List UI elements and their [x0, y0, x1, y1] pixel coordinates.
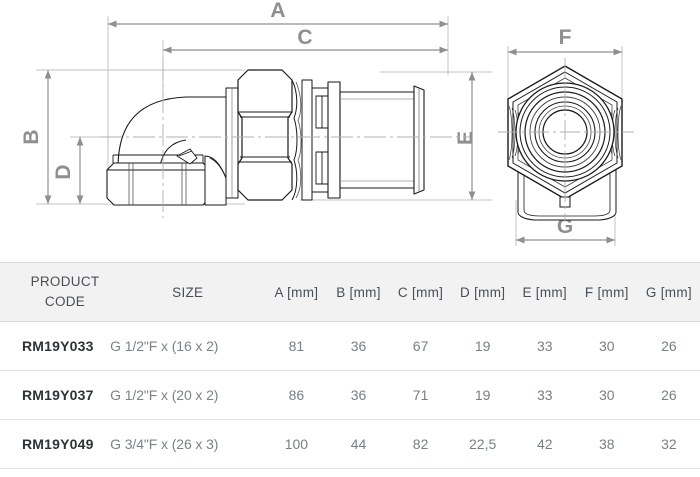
cell-dim-d: 19	[451, 321, 514, 371]
elbow-bend-inner	[159, 139, 187, 167]
cell-dim-e: 33	[513, 370, 576, 420]
cell-dim-b: 36	[327, 321, 390, 371]
cell-size: G 1/2"F x (20 x 2)	[110, 370, 266, 420]
cell-dim-c: 67	[389, 321, 452, 371]
cell-dim-c: 71	[389, 370, 452, 420]
column-header-e: E [mm]	[513, 262, 576, 322]
table-row: RM19Y049 G 3/4"F x (26 x 3) 100 44 82 22…	[0, 419, 700, 469]
cell-product-code: RM19Y049	[0, 419, 111, 469]
elbow-tab-line	[178, 150, 193, 157]
seal-grooves	[315, 95, 329, 185]
hex-nut-top-face	[106, 162, 211, 171]
hex-nut-chamfer	[291, 79, 298, 201]
elbow-bend-upper	[117, 96, 230, 169]
dimension-label-a: A	[270, 0, 285, 22]
column-header-a: A [mm]	[265, 262, 328, 322]
cell-dim-b: 44	[327, 419, 390, 469]
cell-dim-g: 26	[637, 370, 700, 420]
dimension-label-c: C	[297, 26, 312, 49]
elbow-tab-detail	[176, 148, 198, 165]
side-elevation-view	[100, 58, 470, 218]
cell-dim-e: 33	[513, 321, 576, 371]
column-header-b: B [mm]	[327, 262, 390, 322]
cell-dim-f: 30	[575, 321, 638, 371]
column-header-size: SIZE	[110, 262, 266, 322]
specification-table-container: PRODUCT CODE SIZE A [mm] B [mm] C [mm] D…	[0, 262, 700, 477]
technical-drawing-svg: A C B D E F G	[20, 0, 634, 246]
cell-size: G 3/4"F x (26 x 3)	[110, 419, 266, 469]
dimension-label-g: G	[557, 215, 573, 238]
compression-hex-nut	[237, 69, 293, 201]
column-header-d: D [mm]	[451, 262, 514, 322]
table-header-row: PRODUCT CODE SIZE A [mm] B [mm] C [mm] D…	[0, 262, 700, 322]
product-code-header-line1: PRODUCT	[30, 274, 100, 290]
rib-plate	[327, 81, 341, 199]
end-view-skirt-inner	[523, 160, 611, 217]
cell-dim-d: 19	[451, 370, 514, 420]
cell-dim-f: 30	[575, 370, 638, 420]
cell-dim-a: 86	[265, 370, 328, 420]
flange-ring	[301, 79, 313, 201]
cell-dim-g: 32	[637, 419, 700, 469]
cell-dim-a: 81	[265, 321, 328, 371]
table-row: RM19Y037 G 1/2"F x (20 x 2) 86 36 71 19 …	[0, 370, 700, 420]
dimension-label-d: D	[52, 164, 75, 179]
dimension-label-f: F	[559, 26, 572, 49]
hex-nut-chamfer-2	[295, 81, 302, 199]
cell-dim-e: 42	[513, 419, 576, 469]
cell-dim-d: 22,5	[451, 419, 514, 469]
cell-dim-a: 100	[265, 419, 328, 469]
column-header-c: C [mm]	[389, 262, 452, 322]
dimension-lines	[44, 20, 622, 244]
cell-size: G 1/2"F x (16 x 2)	[110, 321, 266, 371]
product-code-header-line2: CODE	[44, 294, 86, 309]
technical-drawing-area: A C B D E F G	[20, 0, 634, 246]
specification-table: PRODUCT CODE SIZE A [mm] B [mm] C [mm] D…	[0, 262, 700, 469]
table-row: RM19Y033 G 1/2"F x (16 x 2) 81 36 67 19 …	[0, 321, 700, 371]
cell-dim-f: 38	[575, 419, 638, 469]
cell-dim-c: 82	[389, 419, 452, 469]
cell-product-code: RM19Y033	[0, 321, 111, 371]
pipe-spigot-barrel	[339, 91, 415, 189]
column-header-g: G [mm]	[637, 262, 700, 322]
cell-product-code: RM19Y037	[0, 370, 111, 420]
cell-dim-b: 36	[327, 370, 390, 420]
end-front-view	[498, 58, 634, 222]
column-header-f: F [mm]	[575, 262, 638, 322]
dimension-label-b: B	[20, 129, 43, 144]
dimension-label-e: E	[454, 131, 477, 145]
cell-dim-g: 26	[637, 321, 700, 371]
column-header-product-code: PRODUCT CODE	[0, 262, 111, 322]
